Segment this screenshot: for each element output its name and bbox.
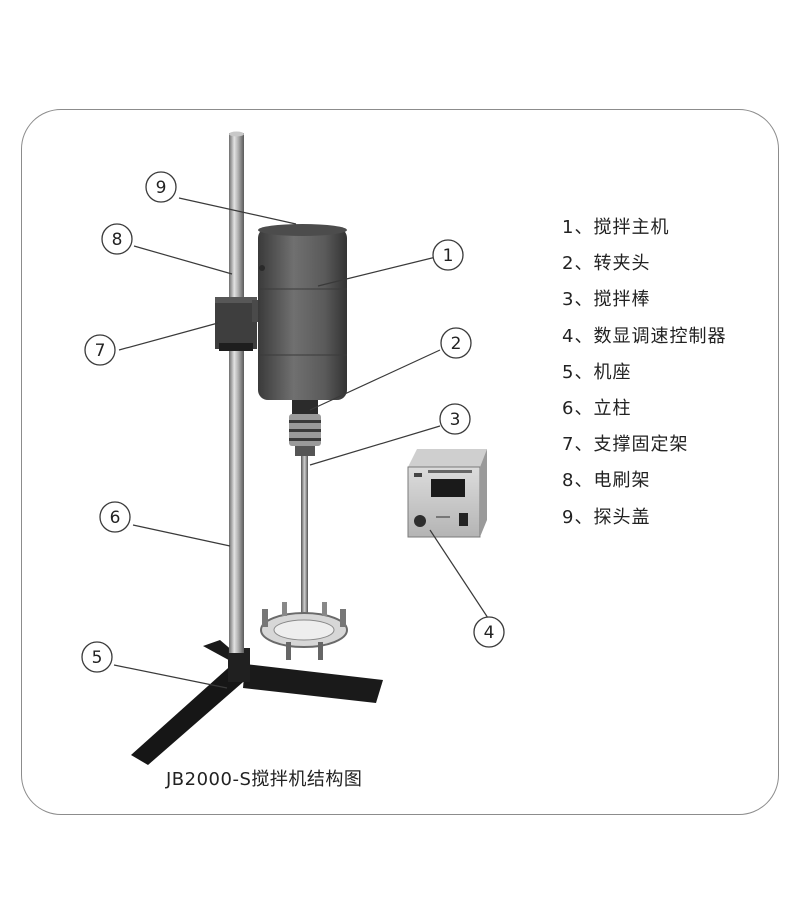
callout-number: 8 — [112, 230, 123, 250]
callout-number: 2 — [451, 334, 462, 354]
digital-display — [431, 479, 465, 497]
callout-circle — [81, 641, 113, 673]
callout-number: 9 — [156, 178, 167, 198]
tripod-base — [131, 640, 383, 765]
parts-legend: 1、搅拌主机 2、转夹头 3、搅拌棒 4、数显调速控制器 5、机座 6、立柱 7… — [562, 214, 726, 540]
chuck — [289, 400, 321, 456]
callout-circle — [145, 171, 177, 203]
callout-5: 5 — [81, 641, 113, 673]
diagram-caption: JB2000-S搅拌机结构图 — [166, 769, 363, 790]
legend-item-2: 2、转夹头 — [562, 253, 651, 275]
callout-9: 9 — [145, 171, 177, 203]
callout-number: 1 — [443, 246, 454, 266]
callout-1: 1 — [432, 239, 464, 271]
callout-circle — [439, 403, 471, 435]
callout-number: 6 — [110, 508, 121, 528]
callout-circle — [473, 616, 505, 648]
callout-circle — [440, 327, 472, 359]
callout-number: 7 — [95, 341, 106, 361]
stirring-rod — [260, 456, 348, 660]
callout-circle — [99, 501, 131, 533]
callout-circle — [101, 223, 133, 255]
speed-controller — [407, 449, 487, 538]
legend-item-7: 7、支撑固定架 — [562, 434, 689, 456]
switch-icon — [459, 513, 468, 526]
callout-8: 8 — [101, 223, 133, 255]
callout-number: 5 — [92, 648, 103, 668]
legend-item-4: 4、数显调速控制器 — [562, 325, 727, 347]
callout-3: 3 — [439, 403, 471, 435]
legend-item-8: 8、电刷架 — [562, 470, 651, 492]
diagram-card — [21, 109, 779, 815]
legend-item-9: 9、探头盖 — [562, 506, 651, 528]
callout-markers: 1 2 3 4 5 6 7 8 9 — [81, 171, 505, 673]
callout-number: 4 — [484, 623, 495, 643]
callout-4: 4 — [473, 616, 505, 648]
legend-item-6: 6、立柱 — [562, 397, 632, 419]
legend-item-1: 1、搅拌主机 — [562, 217, 670, 238]
callout-number: 3 — [450, 410, 461, 430]
knob-icon — [414, 515, 426, 527]
legend-item-3: 3、搅拌棒 — [562, 289, 651, 311]
motor-head — [258, 224, 347, 400]
callout-circle — [84, 334, 116, 366]
callout-6: 6 — [99, 501, 131, 533]
support-column — [229, 131, 244, 653]
callout-circle — [432, 239, 464, 271]
legend-item-5: 5、机座 — [562, 361, 632, 383]
callout-7: 7 — [84, 334, 116, 366]
callout-2: 2 — [440, 327, 472, 359]
callout-leaders — [113, 197, 489, 689]
